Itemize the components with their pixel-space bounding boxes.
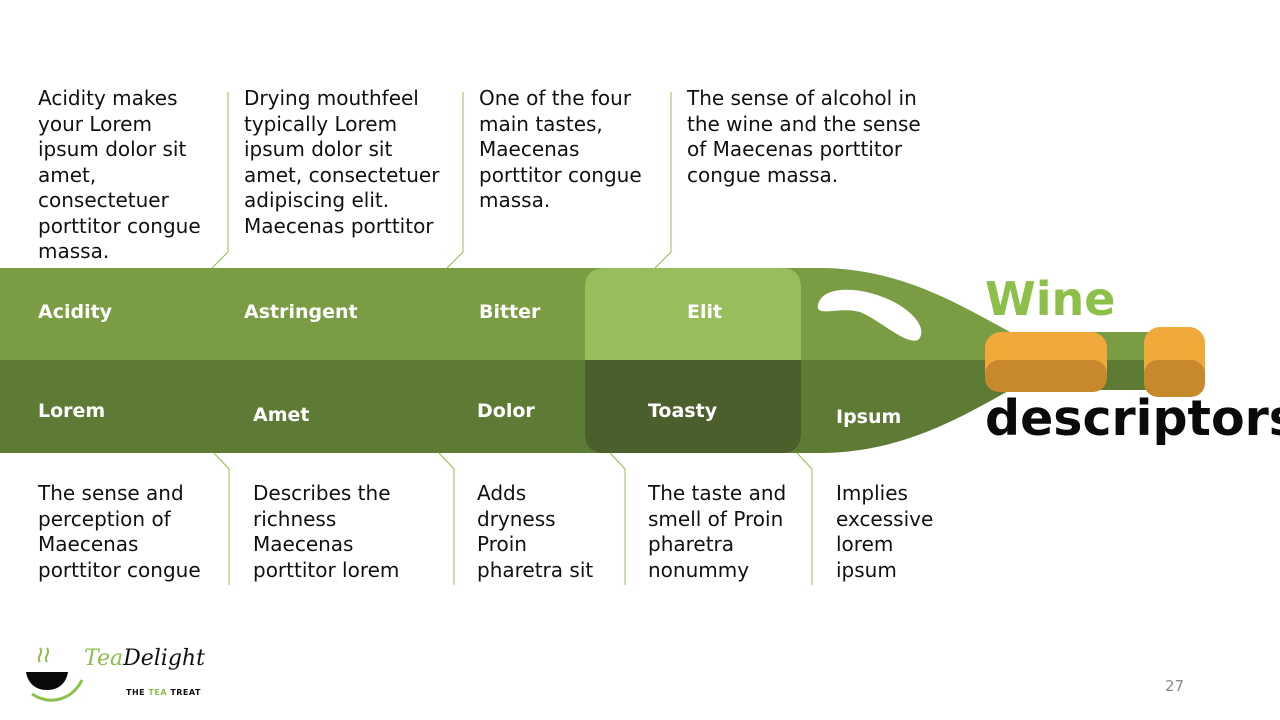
guide-line-acidity bbox=[211, 92, 229, 269]
logo-wordmark: TeaDelight bbox=[84, 646, 205, 671]
cork-shade-right bbox=[1144, 360, 1205, 397]
label-bitter: Bitter bbox=[479, 301, 541, 323]
label-acidity: Acidity bbox=[38, 301, 113, 323]
label-amet: Amet bbox=[253, 404, 310, 426]
guide-line-toasty bbox=[796, 452, 813, 585]
selected-column-bottom bbox=[585, 360, 801, 453]
label-toasty: Toasty bbox=[648, 400, 718, 422]
guide-line-lorem bbox=[213, 452, 230, 585]
title-descriptors: descriptors bbox=[985, 390, 1280, 447]
astringent-description: Drying mouthfeel typically Lorem ipsum d… bbox=[244, 86, 440, 238]
ipsum-description: Implies excessive lorem ipsum bbox=[836, 481, 934, 582]
guide-line-astringent bbox=[446, 92, 464, 269]
label-ipsum: Ipsum bbox=[836, 406, 902, 428]
label-elit: Elit bbox=[687, 301, 723, 323]
bitter-description: One of the four main tastes, Maecenas po… bbox=[479, 86, 642, 212]
bottle-top-band bbox=[0, 268, 1148, 360]
toasty-description: The taste and smell of Proin pharetra no… bbox=[648, 481, 787, 582]
selected-column-top bbox=[585, 268, 801, 360]
teacup-icon bbox=[26, 647, 84, 702]
acidity-description: Acidity makes your Lorem ipsum dolor sit… bbox=[38, 86, 201, 263]
label-astringent: Astringent bbox=[244, 301, 358, 323]
amet-description: Describes the richness Maecenas porttito… bbox=[253, 481, 400, 582]
dolor-description: Adds dryness Proin pharetra sit bbox=[477, 481, 594, 582]
lorem-description: The sense and perception of Maecenas por… bbox=[38, 481, 201, 582]
title-wine: Wine bbox=[985, 272, 1116, 326]
guide-line-dolor bbox=[609, 452, 626, 585]
guide-line-amet bbox=[438, 452, 455, 585]
bottle-bottom-band bbox=[0, 360, 1148, 453]
tea-delight-logo: TeaDelight THE TEA TREAT bbox=[22, 644, 205, 708]
cork-shade-left bbox=[985, 360, 1107, 392]
bottle-highlight bbox=[817, 289, 922, 341]
guide-line-bitter bbox=[654, 92, 672, 269]
label-dolor: Dolor bbox=[477, 400, 535, 422]
logo-tagline: THE TEA TREAT bbox=[126, 688, 201, 697]
label-lorem: Lorem bbox=[38, 400, 106, 422]
page-number: 27 bbox=[1165, 677, 1185, 695]
elit-description: The sense of alcohol in the wine and the… bbox=[687, 86, 921, 187]
